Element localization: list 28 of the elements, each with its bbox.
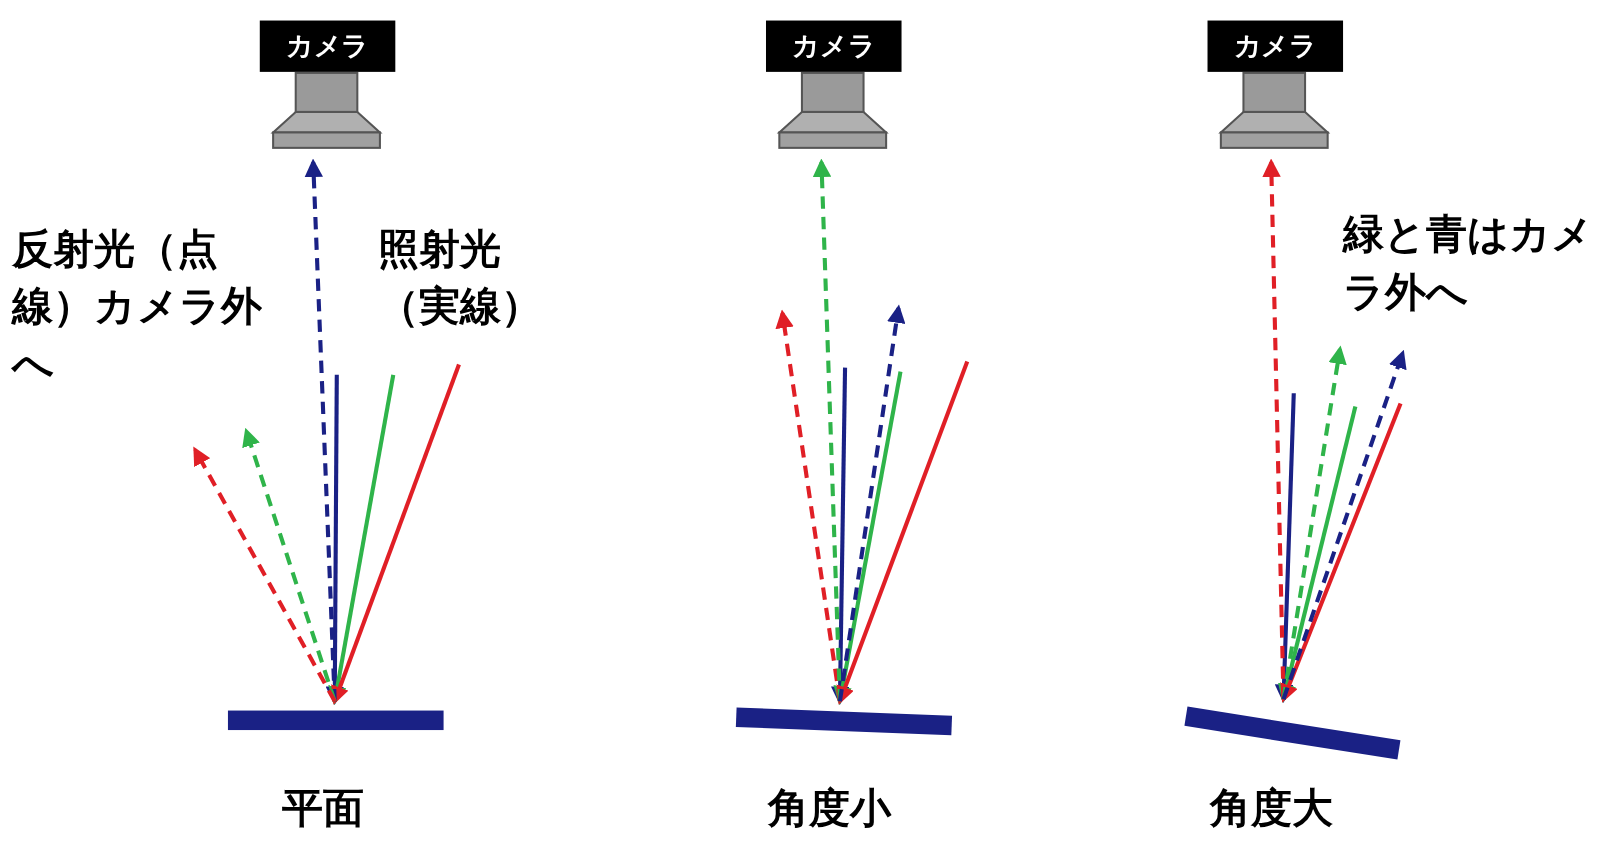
reflected-ray-arrow xyxy=(1262,158,1286,700)
reflected-ray-arrow xyxy=(1281,349,1407,700)
incident-ray-arrow xyxy=(830,367,850,705)
reflected-ray-arrow xyxy=(193,446,337,703)
reflected-ray-arrow xyxy=(242,427,337,702)
reflected-ray-arrow xyxy=(837,304,906,702)
incident-ray-arrow xyxy=(833,371,903,705)
incident-ray-arrow xyxy=(325,374,345,705)
reflected-ray-arrow xyxy=(304,158,337,702)
camera-drawing xyxy=(766,20,904,150)
annotation-text: 反射光（点線）カメラ外へ xyxy=(12,223,263,390)
surface-plate xyxy=(227,710,444,731)
annotation-text: 照射光（実線） xyxy=(377,223,543,332)
reflected-ray-arrow xyxy=(775,309,842,702)
camera-drawing xyxy=(1207,20,1346,150)
camera-label: カメラ xyxy=(1207,20,1344,72)
camera-label: カメラ xyxy=(766,20,902,72)
incident-ray-arrow xyxy=(836,360,970,705)
surface-caption: 平面 xyxy=(282,783,365,834)
surface-caption: 角度小 xyxy=(768,783,892,834)
camera-drawing xyxy=(259,20,398,150)
annotation-text: 緑と青はカメラ外へ xyxy=(1343,209,1595,318)
surface-caption: 角度大 xyxy=(1209,783,1333,834)
incident-ray-arrow xyxy=(331,363,461,705)
incident-ray-arrow xyxy=(1274,393,1296,703)
incident-ray-arrow xyxy=(1278,406,1358,703)
camera-label: カメラ xyxy=(259,20,396,72)
incident-ray-arrow xyxy=(1280,402,1403,703)
